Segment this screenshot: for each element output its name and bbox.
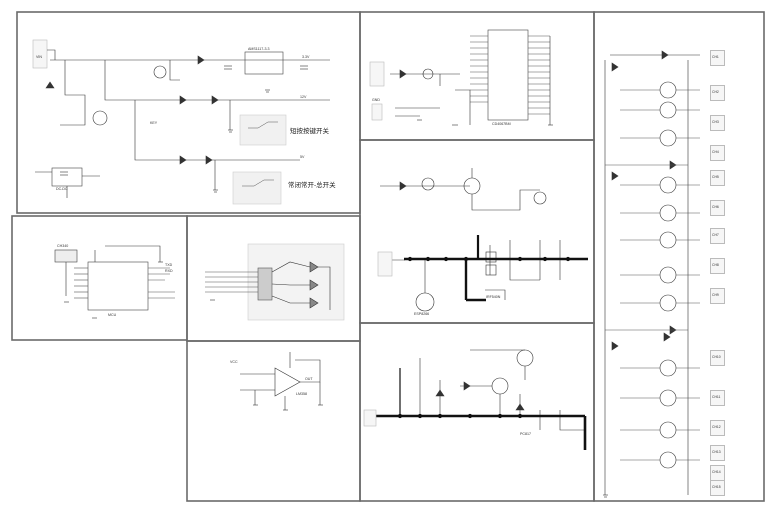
opamp-section — [240, 352, 323, 411]
net-5v: 5V — [300, 155, 305, 159]
channel-connector-3: CH3 — [710, 115, 725, 131]
driver-bus — [374, 368, 587, 450]
switch-panel-key — [239, 114, 287, 146]
label-mux-ic: CD4067BM — [492, 122, 511, 126]
channel-connector-12: CH12 — [710, 420, 725, 436]
net-vin: VIN — [36, 55, 42, 59]
motor-bus — [404, 235, 588, 302]
motor-connector — [377, 251, 393, 277]
channel-connector-5: CH5 — [710, 170, 725, 186]
switch-panel-motor — [232, 171, 282, 205]
label-regulator: AMS1117-3.3 — [248, 47, 270, 51]
frame-driver — [359, 322, 595, 502]
channel-connector-1: CH1 — [710, 50, 725, 66]
channel-connector-10: CH10 — [710, 350, 725, 366]
label-wifi: ESP8266 — [414, 312, 430, 316]
sheet-frames — [11, 11, 765, 502]
mcu-section — [54, 245, 175, 319]
channel-connector-13: CH13 — [710, 445, 725, 461]
label-mos-driver: IRF540N — [486, 295, 501, 299]
channel-connector-14: CH14 — [710, 465, 725, 481]
mux-section — [371, 29, 553, 126]
mux-connector — [369, 61, 385, 87]
channel-connector-8: CH8 — [710, 258, 725, 274]
note-power-key-switch: 短按按键开关 — [290, 128, 329, 135]
label-opto: PC817 — [520, 432, 531, 436]
channel-connector-7: CH7 — [710, 228, 725, 244]
net-gnd: GND — [372, 98, 380, 102]
net-key: KEY — [150, 121, 158, 125]
note-motor-switch: 常闭常开-总开关 — [288, 182, 336, 189]
channel-connector-6: CH6 — [710, 200, 725, 216]
net-out: OUT — [305, 377, 313, 381]
channel-connector-15: CH15 — [710, 480, 725, 496]
channel-connector-9: CH9 — [710, 288, 725, 304]
net-rxd: RXD — [165, 269, 173, 273]
adc-section — [205, 261, 331, 310]
driver-connector — [363, 409, 377, 427]
channel-connector-2: CH2 — [710, 85, 725, 101]
net-3v3: 3.3V — [302, 55, 310, 59]
label-serial-ic: CH340 — [57, 244, 69, 248]
label-mcu: MCU — [108, 313, 117, 317]
net-txd: TXD — [165, 263, 173, 267]
net-vcc: VCC — [230, 360, 238, 364]
channel-connector-4: CH4 — [710, 145, 725, 161]
label-dcdc: DC-DC — [56, 187, 68, 191]
channel-connector-11: CH11 — [710, 390, 725, 406]
motor-section — [380, 168, 561, 312]
channel-section — [603, 50, 700, 498]
power-section — [32, 39, 330, 198]
label-opamp: LM358 — [296, 392, 307, 396]
net-12v: 12V — [300, 95, 307, 99]
